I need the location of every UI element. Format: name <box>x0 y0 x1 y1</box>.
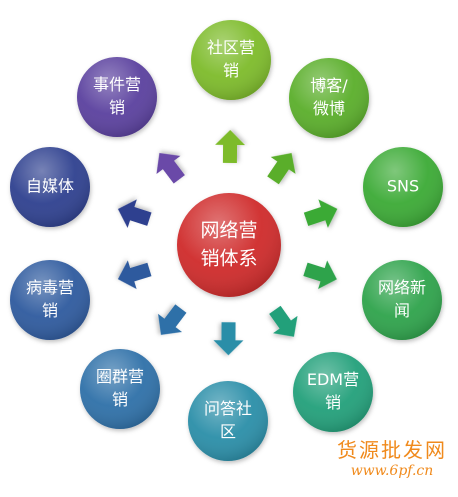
arrow-community-shape <box>215 129 246 164</box>
node-community-label-line: 销 <box>223 61 239 80</box>
node-news-gloss <box>362 260 442 340</box>
arrow-qa <box>213 322 244 356</box>
arrow-circle <box>158 304 187 335</box>
node-sns: SNS <box>363 147 443 227</box>
center-node-label-line: 网络营 <box>200 220 257 242</box>
arrow-edm <box>269 305 298 337</box>
node-media-gloss <box>10 147 90 227</box>
node-news-label-line: 闻 <box>394 301 410 320</box>
node-blog-label-line: 微博 <box>313 99 345 118</box>
node-qa-label-line: 问答社 <box>204 399 252 418</box>
node-circle-gloss <box>80 349 160 429</box>
arrow-blog <box>267 153 296 185</box>
node-circle-label-line: 圈群营 <box>96 367 144 386</box>
arrow-layer <box>117 129 338 356</box>
arrow-news <box>303 260 337 290</box>
watermark: 货源批发网 www.6pf.cn <box>330 438 454 480</box>
node-blog-label-line: 博客/ <box>310 76 348 95</box>
node-media-label-line: 自媒体 <box>26 177 74 196</box>
node-sns-label-line: SNS <box>387 177 419 196</box>
watermark-title: 货源批发网 <box>337 438 447 462</box>
node-event-gloss <box>77 57 157 137</box>
arrow-circle-shape <box>158 304 187 335</box>
arrow-qa-shape <box>213 322 244 356</box>
node-circle-label-line: 销 <box>112 390 128 409</box>
node-community-gloss <box>191 20 271 100</box>
arrow-sns-shape <box>303 199 338 228</box>
watermark-url: www.6pf.cn <box>350 463 434 479</box>
arrow-community <box>215 129 246 164</box>
node-virus-label-line: 病毒营 <box>26 278 74 297</box>
arrow-news-shape <box>303 260 337 290</box>
node-blog-gloss <box>289 58 369 138</box>
arrow-event <box>156 153 185 184</box>
node-event-label-line: 销 <box>109 98 125 117</box>
node-event-label-line: 事件营 <box>93 75 141 94</box>
node-edm-gloss <box>293 352 373 432</box>
arrow-virus-shape <box>117 260 152 290</box>
node-virus-gloss <box>10 260 90 340</box>
arrow-media <box>117 199 152 228</box>
arrow-event-shape <box>156 153 185 184</box>
node-media: 自媒体 <box>10 147 90 227</box>
arrow-sns <box>303 199 338 228</box>
arrow-blog-shape <box>267 153 296 185</box>
center-node-label-line: 销体系 <box>200 247 257 269</box>
node-qa-label-line: 区 <box>220 422 236 441</box>
node-edm-label-line: EDM营 <box>307 370 359 389</box>
node-community-label-line: 社区营 <box>207 38 255 57</box>
center-node-gloss <box>177 193 281 297</box>
arrow-virus <box>117 260 152 290</box>
arrow-edm-shape <box>269 305 298 337</box>
node-edm-label-line: 销 <box>325 393 341 412</box>
node-blog: 博客/微博 <box>289 58 369 138</box>
arrow-media-shape <box>117 199 152 228</box>
node-qa-gloss <box>188 381 268 461</box>
node-news-label-line: 网络新 <box>378 278 426 297</box>
node-virus-label-line: 销 <box>42 301 58 320</box>
node-sns-gloss <box>363 147 443 227</box>
